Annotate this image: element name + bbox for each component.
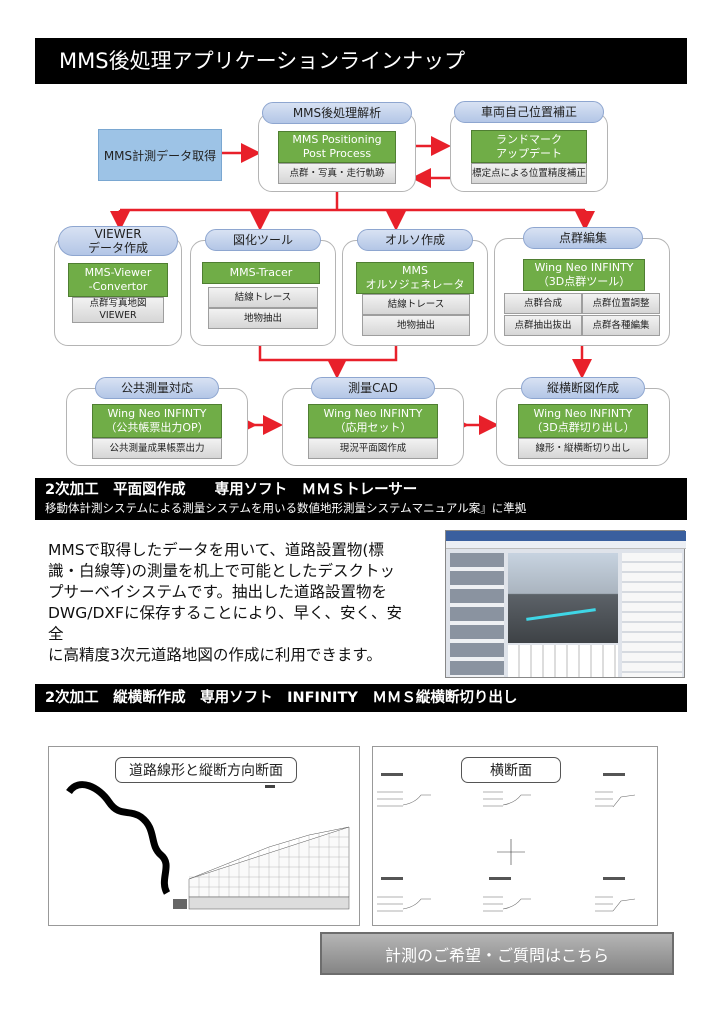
zuka-tool: MMS-Tracer [202,262,320,284]
public-title: 公共測量対応 [95,377,219,399]
ortho-title: オルソ作成 [357,229,473,251]
section-tool: Wing Neo INFINTY（3D点群切り出し） [518,404,648,438]
zuka-title: 図化ツール [205,229,321,251]
pointcloud-title: 点群編集 [523,227,643,249]
vehicle-sub: 標定点による位置精度補正 [471,163,587,184]
pointcloud-sub4: 点群各種編集 [582,315,660,336]
arrow-merge [258,345,398,362]
ortho-sub1: 結線トレース [362,294,470,315]
band-plan-subtitle: 移動体計測システムによる測量システムを用いる数値地形測量システムマニュアル案』に… [45,501,527,515]
cross-section-drawing [377,773,636,912]
alignment-drawing [66,781,350,910]
band-plan: 2次加工 平面図作成 専用ソフト ＭＭＳトレーサー 移動体計測システムによる測量… [35,478,687,520]
cad-tool: Wing Neo INFINTY（応用セット） [308,404,438,438]
contact-button[interactable]: 計測のご希望・ご質問はこちら [320,932,674,975]
section-sub: 線形・縦横断切り出し [518,438,648,459]
tracer-screenshot [445,530,686,678]
band-plan-title: 2次加工 平面図作成 専用ソフト ＭＭＳトレーサー [45,482,418,498]
contact-button-label: 計測のご希望・ご質問はこちら [384,945,609,965]
post-title: MMS後処理解析 [262,102,412,124]
viewer-tool: MMS-Viewer-Convertor [68,263,168,297]
ortho-sub2: 地物抽出 [362,315,470,336]
public-sub: 公共測量成果帳票出力 [92,438,222,459]
pointcloud-tool: Wing Neo INFINTY（3D点群ツール） [523,259,645,291]
page-header: MMS後処理アプリケーションラインナップ [35,38,687,84]
section-title: 縦横断図作成 [521,377,645,399]
panel-cross-section: 横断面 [372,746,658,926]
pointcloud-sub2: 点群位置調整 [582,293,660,314]
pointcloud-sub1: 点群合成 [504,293,582,314]
panel-alignment-title: 道路線形と縦断方向断面 [115,757,297,783]
vehicle-tool: ランドマークアップデート [471,130,587,163]
vehicle-title: 車両自己位置補正 [454,101,604,123]
flow-arrows [110,136,595,435]
acquire-box: MMS計測データ取得 [98,129,222,181]
public-tool: Wing Neo INFINTY（公共帳票出力OP） [92,404,222,438]
zuka-sub2: 地物抽出 [208,308,318,329]
panel-cross-section-title: 横断面 [461,757,561,783]
post-sub: 点群・写真・走行軌跡 [278,163,396,184]
band-section: 2次加工 縦横断作成 専用ソフト INFINITY ＭＭＳ縦横断切り出し [35,684,687,712]
zuka-sub1: 結線トレース [208,287,318,308]
page-title: MMS後処理アプリケーションラインナップ [59,49,466,73]
band-section-title: 2次加工 縦横断作成 専用ソフト INFINITY ＭＭＳ縦横断切り出し [45,690,518,706]
cad-sub: 現況平面図作成 [308,438,438,459]
description: MMSで取得したデータを用いて、道路設置物(標 識・白線等)の測量を机上で可能と… [48,541,403,664]
cad-title: 測量CAD [311,377,435,399]
panel-alignment: 道路線形と縦断方向断面 [48,746,360,926]
pointcloud-sub3: 点群抽出抜出 [504,315,582,336]
